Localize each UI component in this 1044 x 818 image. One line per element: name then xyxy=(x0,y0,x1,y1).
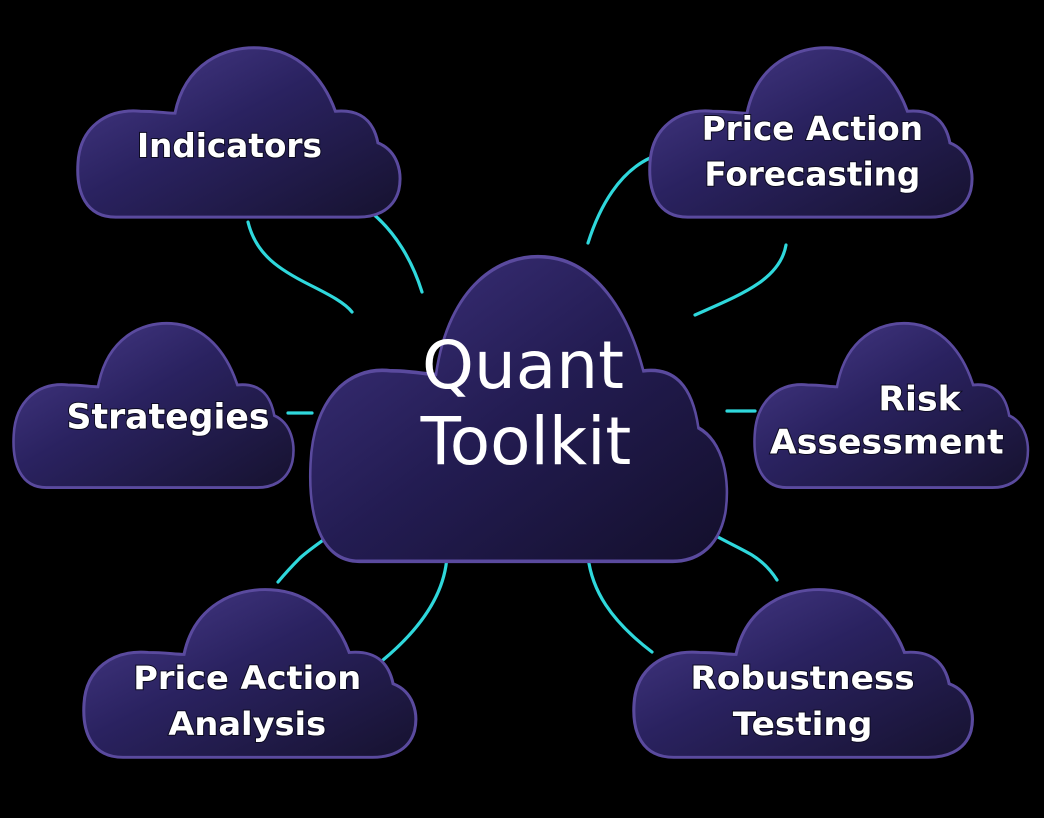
connector-indicators-1 xyxy=(246,220,354,314)
node-price-action-forecasting[interactable]: Price Action Forecasting xyxy=(648,46,974,219)
node-label-line2: Forecasting xyxy=(704,156,920,194)
node-price-action-analysis[interactable]: Price Action Analysis xyxy=(82,588,418,759)
center-label-line2: Toolkit xyxy=(420,403,632,480)
node-label: Indicators xyxy=(137,127,322,165)
node-risk-assessment[interactable]: Risk Assessment xyxy=(753,321,1030,490)
center-label-line1: Quant xyxy=(422,327,624,404)
node-strategies[interactable]: Strategies xyxy=(12,321,295,490)
node-label-line1: Risk xyxy=(878,380,962,419)
node-label-line2: Testing xyxy=(733,705,873,743)
connector-forecasting-1 xyxy=(586,156,652,245)
connector-analysis-2 xyxy=(381,554,449,662)
node-label: Strategies xyxy=(67,398,270,438)
node-label-line2: Assessment xyxy=(770,423,1004,462)
connector-forecasting-2 xyxy=(693,243,788,317)
node-label-line1: Price Action xyxy=(133,659,361,697)
node-label-line1: Robustness xyxy=(690,659,914,697)
node-indicators[interactable]: Indicators xyxy=(76,46,402,219)
node-label-line1: Price Action xyxy=(702,110,923,148)
connector-robustness-2 xyxy=(586,555,654,654)
connector-indicators-2 xyxy=(370,211,424,294)
node-label-line2: Analysis xyxy=(168,705,326,743)
node-robustness-testing[interactable]: Robustness Testing xyxy=(632,588,974,759)
